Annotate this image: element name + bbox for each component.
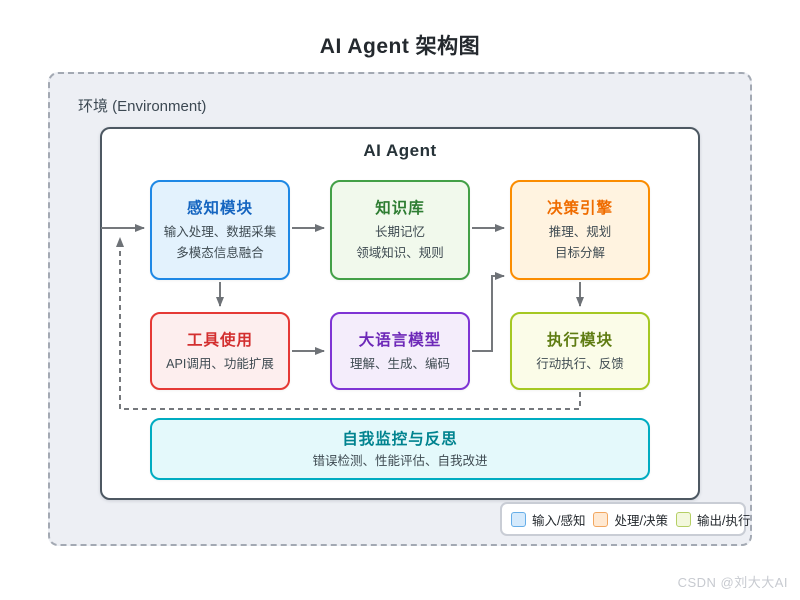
module-self-monitor-title: 自我监控与反思 bbox=[342, 430, 458, 448]
module-perception-title: 感知模块 bbox=[186, 200, 253, 218]
module-tools-desc: API调用、功能扩展 bbox=[166, 356, 274, 371]
page-title: AI Agent 架构图 bbox=[319, 35, 481, 58]
legend-item-output: 输出/执行 bbox=[675, 510, 751, 529]
watermark: CSDN @刘大大AI bbox=[677, 575, 788, 590]
legend-swatch-output bbox=[675, 511, 691, 527]
module-knowledge-title: 知识库 bbox=[375, 200, 425, 218]
module-self-monitor-desc: 错误检测、性能评估、自我改进 bbox=[312, 453, 488, 468]
module-perception: 感知模块 输入处理、数据采集 多模态信息融合 bbox=[150, 180, 290, 280]
legend-label-input: 输入/感知 bbox=[532, 513, 586, 528]
legend: 输入/感知 处理/决策 输出/执行 bbox=[500, 502, 750, 536]
module-llm-desc: 理解、生成、编码 bbox=[349, 356, 450, 371]
module-perception-desc: 输入处理、数据采集 多模态信息融合 bbox=[163, 225, 277, 260]
module-execution-desc: 行动执行、反馈 bbox=[536, 356, 624, 371]
module-tools: 工具使用 API调用、功能扩展 bbox=[150, 312, 290, 390]
legend-label-process: 处理/决策 bbox=[614, 513, 668, 528]
module-llm-title: 大语言模型 bbox=[358, 331, 442, 349]
module-execution: 执行模块 行动执行、反馈 bbox=[510, 312, 650, 390]
legend-swatch-input bbox=[511, 511, 526, 527]
module-knowledge-desc: 长期记忆 领域知识、规则 bbox=[356, 225, 444, 260]
legend-label-output: 输出/执行 bbox=[696, 513, 751, 528]
module-knowledge: 知识库 长期记忆 领域知识、规则 bbox=[330, 180, 470, 280]
module-decision: 决策引擎 推理、规划 目标分解 bbox=[510, 180, 650, 280]
module-decision-desc: 推理、规划 目标分解 bbox=[548, 225, 612, 260]
module-decision-title: 决策引擎 bbox=[546, 200, 613, 218]
module-llm: 大语言模型 理解、生成、编码 bbox=[330, 312, 470, 390]
legend-item-input: 输入/感知 bbox=[511, 510, 585, 529]
agent-title: AI Agent bbox=[363, 141, 437, 160]
environment-label: 环境 (Environment) bbox=[78, 98, 207, 115]
legend-item-process: 处理/决策 bbox=[593, 510, 668, 529]
module-tools-title: 工具使用 bbox=[186, 331, 253, 349]
legend-swatch-process bbox=[593, 511, 609, 527]
module-execution-title: 执行模块 bbox=[546, 331, 613, 349]
module-self-monitor: 自我监控与反思 错误检测、性能评估、自我改进 bbox=[150, 418, 650, 480]
